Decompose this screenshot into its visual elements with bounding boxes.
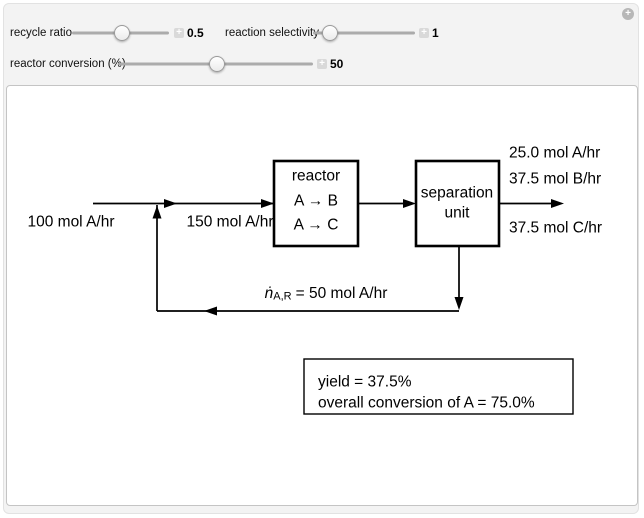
recycle-stream-label: ṅA,R = 50 mol A/hr [265, 285, 388, 303]
recycle-ndot-symbol: ṅ [265, 285, 274, 302]
reactor-conversion-label: reactor conversion (%) [10, 58, 126, 70]
process-flow-diagram: 100 mol A/hr 150 mol A/hr reactor A → B … [27, 145, 602, 415]
recycle-subscript: A,R [273, 291, 291, 303]
feed-stream-label: 100 mol A/hr [27, 214, 114, 231]
overall-conversion-result-text: overall conversion of A = 75.0% [318, 395, 535, 412]
separator-label-line1: separation [421, 185, 493, 202]
reactor-conversion-value: 50 [330, 57, 344, 71]
product-stream-b-label: 37.5 mol B/hr [509, 171, 601, 188]
recycle-ratio-label: recycle ratio [10, 27, 72, 39]
reactor-conversion-slider-thumb[interactable] [209, 56, 225, 72]
reaction-selectivity-slider-track[interactable] [313, 31, 415, 35]
recycle-ratio-stepper-icon[interactable]: + [174, 28, 184, 38]
recycle-ratio-value: 0.5 [187, 26, 204, 40]
reactor-box [272, 159, 360, 248]
reaction-selectivity-slider-thumb[interactable] [322, 25, 338, 41]
feed-arrowhead-icon [164, 199, 177, 208]
product-stream-c-label: 37.5 mol C/hr [509, 220, 602, 237]
reactor-inlet-arrowhead-icon [261, 199, 274, 208]
product-arrowhead-icon [551, 199, 564, 208]
product-stream-a-label: 25.0 mol A/hr [509, 145, 600, 162]
yield-result-text: yield = 37.5% [318, 374, 412, 391]
diagram-panel: 100 mol A/hr 150 mol A/hr reactor A → B … [6, 85, 638, 506]
reaction-selectivity-stepper-icon[interactable]: + [419, 28, 429, 38]
separation-unit-box [414, 159, 501, 248]
reaction-selectivity-label: reaction selectivity [225, 27, 319, 39]
reactor-reaction-1: A → B [294, 193, 338, 210]
separator-inlet-arrowhead-icon [403, 199, 416, 208]
recycle-left-arrowhead-icon [204, 306, 217, 316]
reactor-reaction-2: A → C [294, 217, 339, 234]
separator-label-line2: unit [445, 205, 471, 222]
recycle-flow-value: = 50 mol A/hr [296, 285, 388, 302]
recycle-up-arrowhead-icon [152, 205, 162, 219]
reaction-selectivity-value: 1 [432, 26, 439, 40]
recycle-ratio-slider-thumb[interactable] [114, 25, 130, 41]
reactor-feed-stream-label: 150 mol A/hr [186, 214, 273, 231]
expand-button[interactable]: + [622, 8, 634, 20]
results-box [303, 358, 574, 415]
recycle-down-arrowhead-icon [454, 297, 464, 310]
reactor-title: reactor [292, 168, 340, 185]
reactor-conversion-stepper-icon[interactable]: + [317, 59, 327, 69]
